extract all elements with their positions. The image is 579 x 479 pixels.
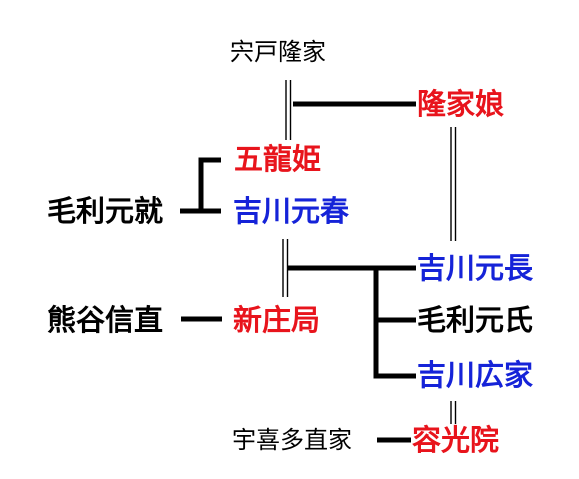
single-lines (180, 101, 416, 443)
motonari-children-bracket (198, 157, 221, 214)
person-mori-motouji: 毛利元氏 (417, 303, 534, 337)
hiroie-double-line (450, 401, 457, 424)
person-kikkawa-motoharu: 吉川元春 (233, 194, 350, 228)
person-kikkawa-motonaga: 吉川元長 (417, 251, 534, 285)
person-goryu-hime: 五龍姫 (234, 142, 322, 176)
person-ukita-naoie: 宇喜多直家 (232, 426, 352, 454)
person-shinjo-no-tsubone: 新庄局 (233, 303, 321, 337)
person-kikkawa-hiroie: 吉川広家 (417, 358, 534, 392)
person-takaie-musume: 隆家娘 (417, 87, 505, 121)
motoharu-double-line (282, 239, 289, 297)
person-shishido-takaie: 宍戸隆家 (230, 38, 326, 66)
person-yokoin: 容光院 (412, 423, 500, 457)
musume-double-line (450, 127, 457, 241)
children-bracket (373, 268, 416, 379)
person-mori-motonari: 毛利元就 (47, 194, 164, 228)
takaie-double-line (285, 80, 292, 140)
double-lines (282, 80, 457, 424)
person-kumagai-nobunao: 熊谷信直 (47, 303, 164, 337)
